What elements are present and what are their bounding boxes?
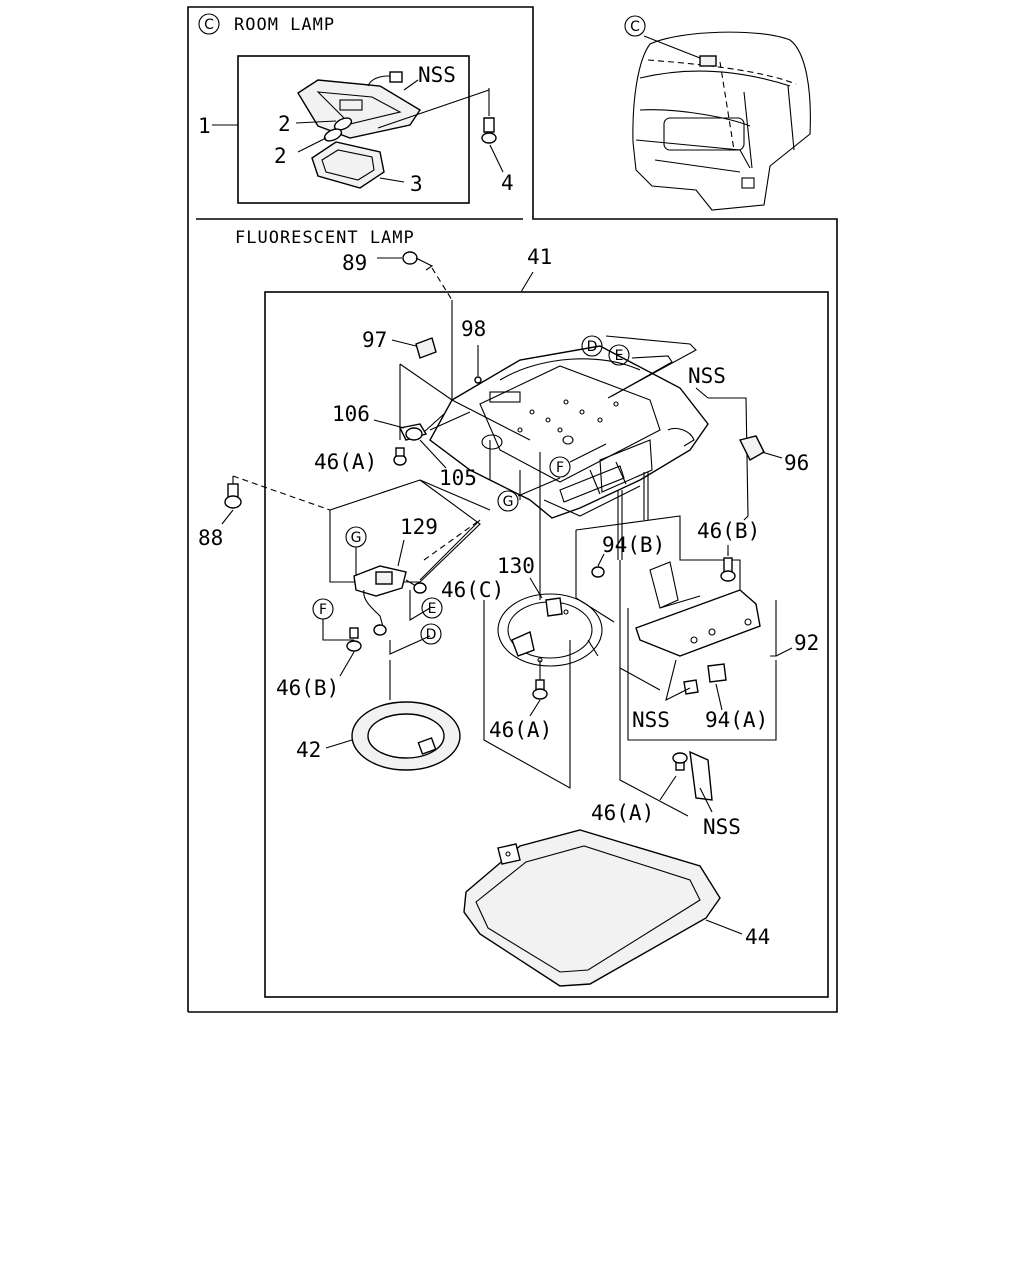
tag-e-top: E — [615, 348, 624, 364]
bracket-97-icon — [415, 337, 437, 359]
part-98-icon — [474, 376, 482, 384]
label-46b-left: 46(B) — [276, 676, 339, 700]
screw-46b-left-icon — [346, 640, 362, 652]
room-lamp-group-box — [237, 55, 470, 204]
room-lamp-title: ROOM LAMP — [234, 15, 335, 35]
room-lamp-marker: C — [204, 17, 214, 33]
clip-89-icon — [402, 251, 418, 265]
label-nss-top: NSS — [688, 364, 726, 388]
ring-bracket-130 — [497, 593, 603, 667]
screw-46c-icon — [413, 582, 427, 594]
label-46a-center: 46(A) — [489, 718, 552, 742]
label-94b: 94(B) — [602, 533, 665, 557]
label-130: 130 — [497, 554, 535, 578]
screw-46a-center-icon — [532, 688, 548, 700]
label-105: 105 — [439, 466, 477, 490]
fluorescent-lamp-title: FLUORESCENT LAMP — [235, 228, 415, 248]
tag-g-left: G — [351, 530, 362, 546]
tag-e-left: E — [428, 601, 437, 617]
label-42: 42 — [296, 738, 321, 762]
label-129: 129 — [400, 515, 438, 539]
label-46c: 46(C) — [441, 578, 504, 602]
cab-marker: C — [630, 19, 640, 35]
label-46a-left: 46(A) — [314, 450, 377, 474]
label-96: 96 — [784, 451, 809, 475]
bracket-nss-lower — [689, 750, 713, 801]
tag-f-center: F — [556, 460, 564, 476]
room-lamp-section: C ROOM LAMP 1 2 2 3 4 NSS — [198, 13, 514, 204]
cab-lamp-location — [699, 55, 717, 67]
label-89: 89 — [342, 251, 367, 275]
label-94a: 94(A) — [705, 708, 768, 732]
label-2b: 2 — [274, 144, 287, 168]
outer-frame — [187, 6, 838, 1013]
label-88: 88 — [198, 526, 223, 550]
cab-illustration: C — [624, 15, 811, 211]
screw-46a-lower-icon — [672, 752, 688, 764]
label-1: 1 — [198, 114, 211, 138]
fluorescent-group-box — [264, 291, 829, 998]
screw-46b-right-icon — [720, 570, 736, 582]
label-98: 98 — [461, 317, 486, 341]
label-nss-mid: NSS — [632, 708, 670, 732]
screw-4-icon — [483, 117, 495, 133]
room-lamp-housing — [297, 79, 421, 139]
label-3: 3 — [410, 172, 423, 196]
grommet-94a-icon — [707, 663, 727, 683]
grommet-94b-icon — [591, 566, 605, 578]
nut-nss-icon — [683, 679, 699, 695]
tag-d-left: D — [426, 627, 437, 643]
bracket-92 — [635, 589, 761, 657]
bulb-upper — [333, 117, 353, 131]
tag-g-center: G — [503, 494, 514, 510]
label-97: 97 — [362, 328, 387, 352]
room-lamp-marker-circle — [198, 13, 220, 35]
bracket-96-icon — [738, 435, 765, 461]
label-4: 4 — [501, 171, 514, 195]
lamp-base-41 — [429, 345, 709, 519]
label-2a: 2 — [278, 112, 291, 136]
label-nss-lower: NSS — [703, 815, 741, 839]
label-46a-lower: 46(A) — [591, 801, 654, 825]
tag-f-left: F — [319, 602, 327, 618]
label-nss-room: NSS — [418, 63, 456, 87]
label-41: 41 — [527, 245, 552, 269]
label-106: 106 — [332, 402, 370, 426]
tag-d-top: D — [587, 339, 598, 355]
fluorescent-lamp-section: FLUORESCENT LAMP D — [198, 228, 829, 998]
room-lamp-lens — [311, 141, 385, 189]
label-46b-right: 46(B) — [697, 519, 760, 543]
label-44: 44 — [745, 925, 770, 949]
label-92: 92 — [794, 631, 819, 655]
